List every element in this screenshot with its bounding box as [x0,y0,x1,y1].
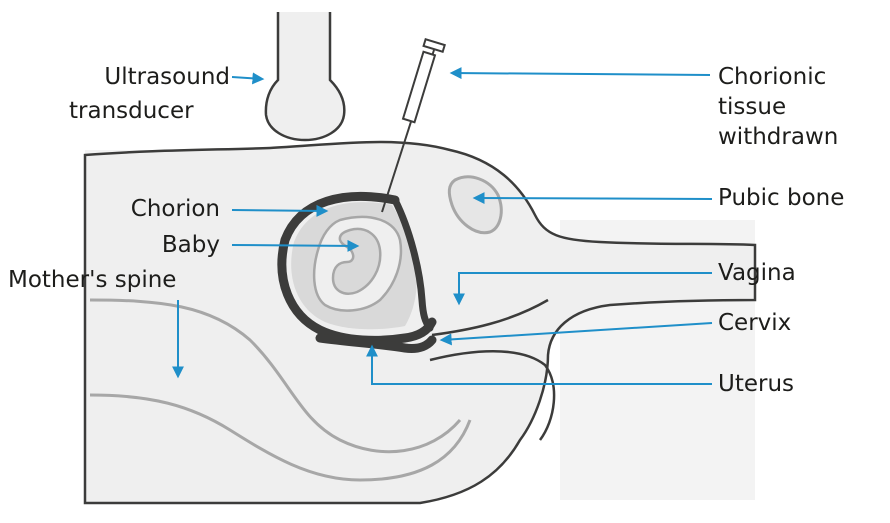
needle-body [403,52,435,122]
label-chorionic-line2: tissue [718,94,786,120]
label-vagina: Vagina [718,260,796,286]
arrow-pubic [475,198,712,199]
arrow-chorion [232,210,326,211]
label-ultrasound-line2: transducer [69,98,194,124]
label-chorion: Chorion [90,196,220,222]
label-baby: Baby [90,232,220,258]
label-cervix: Cervix [718,310,791,336]
ultrasound-transducer [266,12,344,140]
label-uterus: Uterus [718,371,794,397]
label-chorionic-line1: Chorionic [718,64,826,90]
arrow-ultrasound [232,77,262,79]
needle-cap [424,39,445,52]
label-pubic-bone: Pubic bone [718,185,844,211]
label-ultrasound-line1: Ultrasound [64,64,230,90]
label-spine: Mother's spine [8,267,176,293]
label-chorionic-line3: withdrawn [718,124,838,150]
arrow-chorionic [452,73,710,75]
arrow-baby [232,245,357,246]
